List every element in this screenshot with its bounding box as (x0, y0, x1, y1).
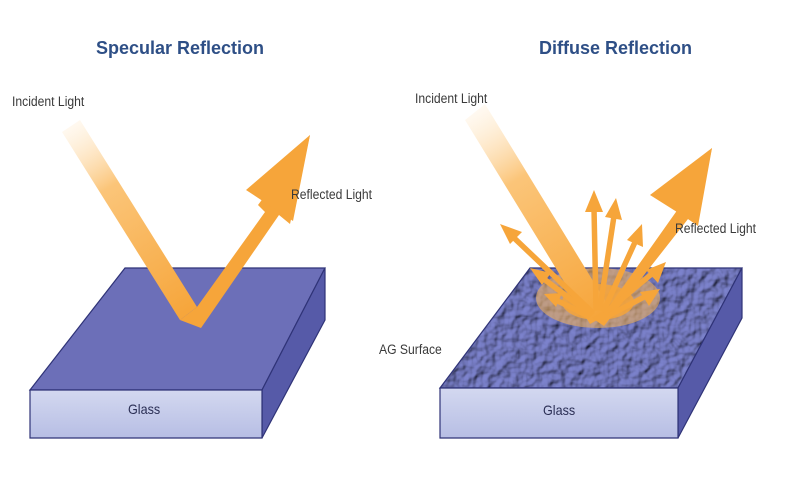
diffuse-incident-beam (465, 104, 612, 324)
specular-incident-beam (62, 120, 197, 320)
diffuse-glass-label: Glass (543, 402, 576, 418)
diffuse-glass-block (438, 267, 743, 439)
specular-glass-label: Glass (128, 401, 161, 417)
specular-glass-front-side (29, 389, 263, 439)
specular-glass-block (28, 267, 326, 439)
diffuse-beam (465, 104, 712, 328)
specular-arrow-head (246, 135, 310, 221)
diffuse-scattered-arrows (500, 190, 666, 319)
diffuse-incident-label: Incident Light (415, 91, 488, 106)
diffuse-glass-front-side (439, 387, 679, 439)
specular-beam (62, 120, 310, 328)
diffuse-title: Diffuse Reflection (539, 38, 693, 58)
diffuse-glass-top-texture (440, 268, 742, 388)
ag-surface-label: AG Surface (379, 342, 442, 357)
diffuse-reflected-label: Reflected Light (675, 221, 757, 236)
specular-title: Specular Reflection (96, 38, 265, 58)
specular-incident-label: Incident Light (12, 94, 85, 109)
specular-reflected-label: Reflected Light (291, 187, 373, 202)
